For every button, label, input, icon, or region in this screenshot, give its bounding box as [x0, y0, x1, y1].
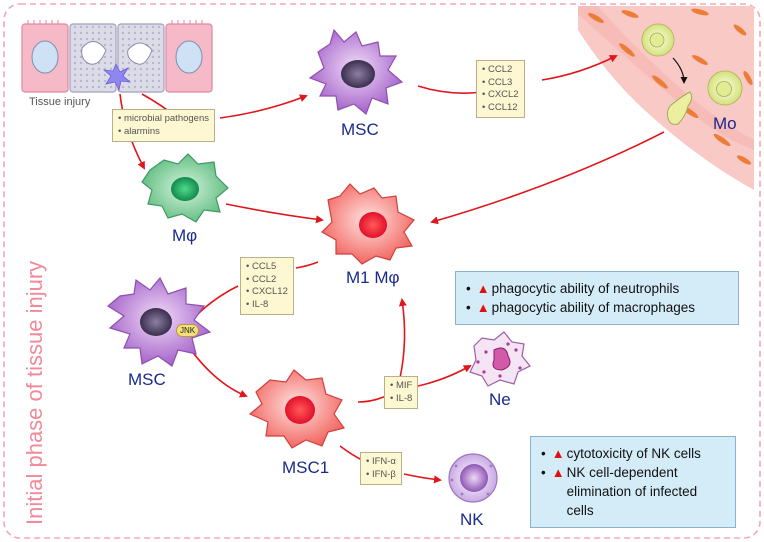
note-item: IFN-α — [366, 456, 396, 469]
macrophage-cell — [141, 153, 229, 223]
note-item: microbial pathogens — [118, 113, 209, 126]
neutrophil-cell — [469, 331, 531, 387]
increase-triangle-icon: ▲ — [551, 446, 565, 461]
msc-top-label: MSC — [341, 120, 379, 139]
side-title: Initial phase of tissue injury — [22, 260, 47, 525]
note-item: IL-8 — [390, 393, 412, 406]
note-item: CCL2 — [246, 274, 288, 287]
note-item: CXCL12 — [246, 286, 288, 299]
neutrophil-factors-note: MIF IL-8 — [384, 376, 419, 409]
effect-text: phagocytic ability of neutrophils — [491, 281, 680, 296]
msc1-cell — [248, 369, 346, 449]
increase-triangle-icon: ▲ — [476, 300, 490, 315]
note-item: CCL5 — [246, 261, 288, 274]
neutrophil-label: Ne — [489, 390, 511, 409]
m1-chemokines-note: CCL5 CCL2 CXCL12 IL-8 — [240, 257, 294, 315]
tissue-label: Tissue injury — [29, 96, 91, 108]
msc-top-cell — [308, 28, 404, 116]
m1-macrophage-label: M1 Mφ — [346, 268, 400, 287]
macrophage-label: Mφ — [172, 226, 198, 245]
note-item: IL-8 — [246, 299, 288, 312]
note-item: CXCL2 — [482, 89, 519, 102]
msc-chemokines-note: CCL2 CCL3 CXCL2 CCL12 — [476, 60, 525, 118]
note-item: CCL2 — [482, 64, 519, 77]
increase-triangle-icon: ▲ — [551, 465, 565, 480]
msc-left-label: MSC — [128, 370, 166, 389]
monocyte-label: Mo — [713, 114, 737, 133]
nk-label: NK — [460, 510, 484, 529]
note-item: alarmins — [118, 126, 209, 139]
effect-text: NK cell-dependent elimination of infecte… — [566, 465, 698, 518]
arrows — [119, 55, 665, 484]
note-item: MIF — [390, 380, 412, 393]
note-item: CCL3 — [482, 77, 519, 90]
effect-text: phagocytic ability of macrophages — [491, 300, 695, 315]
m1-macrophage-cell — [321, 183, 415, 265]
blood-vessel — [578, 6, 754, 190]
injury-signals-note: microbial pathogens alarmins — [112, 109, 215, 142]
injury-burst-icon — [102, 63, 132, 92]
tissue-illustration — [21, 20, 213, 93]
note-item: CCL12 — [482, 102, 519, 115]
effect-text: cytotoxicity of NK cells — [566, 446, 701, 461]
increase-triangle-icon: ▲ — [476, 281, 490, 296]
nk-cell — [448, 453, 498, 503]
nk-effects-box: ▲cytotoxicity of NK cells ▲NK cell-depen… — [530, 436, 736, 528]
jnk-badge: JNK — [176, 324, 200, 337]
msc1-label: MSC1 — [282, 458, 330, 477]
note-item: IFN-β — [366, 469, 396, 482]
phagocytic-effects-box: ▲phagocytic ability of neutrophils ▲phag… — [455, 271, 739, 325]
nk-factors-note: IFN-α IFN-β — [360, 452, 402, 485]
msc-left-cell — [106, 276, 212, 367]
